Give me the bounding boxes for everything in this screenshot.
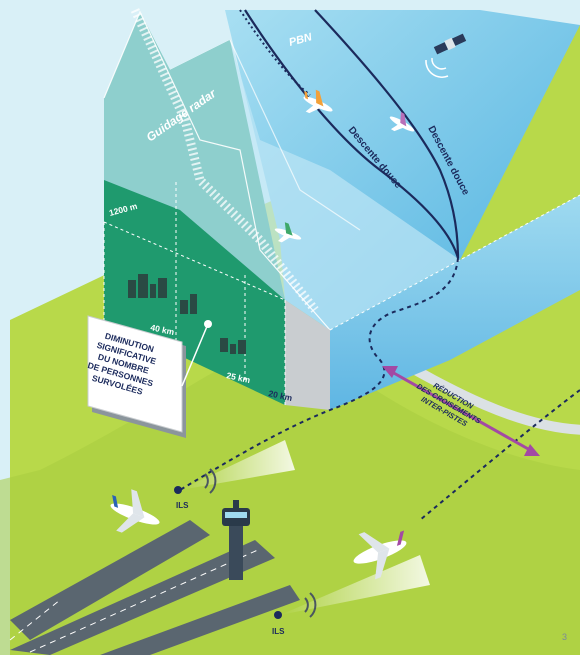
plane-icon-2 — [389, 111, 415, 132]
distance-25-label: 25 km — [226, 370, 252, 385]
distance-40-label: 40 km — [150, 322, 176, 337]
pbn-track-2 — [314, 9, 460, 259]
ils-beam-1 — [180, 440, 295, 490]
sign-text-group: DIMINUTION SIGNIFICATIVE DU NOMBRE DE PE… — [87, 331, 158, 397]
satellite-signal-icon — [425, 57, 449, 78]
satellite-icon — [433, 33, 467, 55]
distance-20-label: 20 km — [268, 388, 294, 403]
final-approach-2 — [419, 389, 580, 521]
runways — [9, 520, 300, 655]
plane-icon-5 — [353, 530, 407, 580]
volume-side — [285, 300, 330, 410]
ils-marker-2 — [274, 611, 282, 619]
page-number: 3 — [562, 632, 567, 642]
radar-ladder — [130, 8, 319, 313]
ils-marker-1 — [174, 486, 182, 494]
road-area — [0, 353, 580, 655]
signal-icon-1 — [204, 468, 217, 494]
ils-label-2: ILS — [272, 627, 285, 636]
control-tower — [222, 500, 250, 580]
plane-icon-4 — [110, 489, 160, 533]
reduction-arrow — [382, 366, 540, 456]
plane-icon-1 — [303, 89, 333, 114]
ils-label-1: ILS — [176, 501, 189, 510]
ils-beam-2 — [280, 555, 430, 615]
pbn-track-1 — [244, 9, 460, 259]
volume-front — [330, 195, 580, 410]
plane-icon-3 — [274, 222, 302, 243]
city-silhouette — [128, 274, 246, 354]
signal-icon-2 — [304, 592, 317, 618]
sign-board — [87, 315, 212, 438]
